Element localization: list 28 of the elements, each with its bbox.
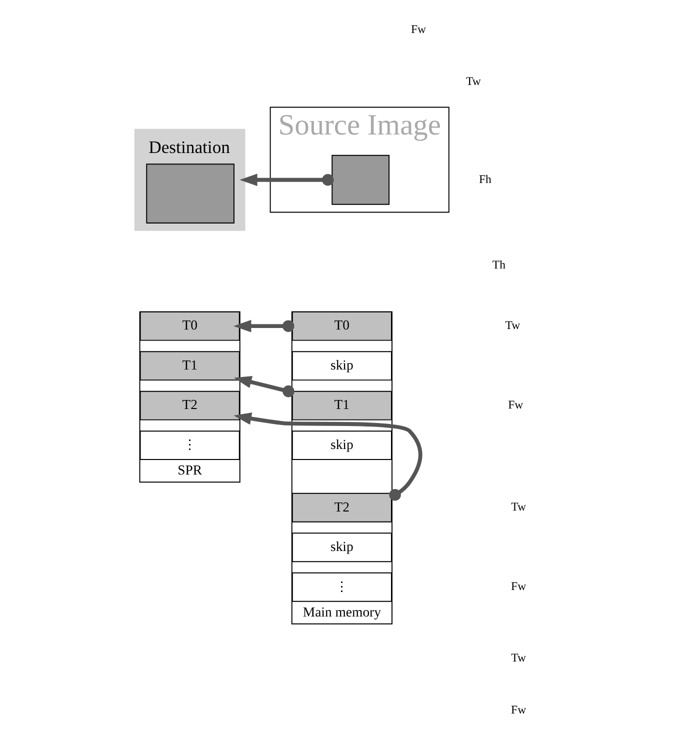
label: Tw bbox=[466, 74, 480, 88]
label: Fw bbox=[510, 703, 526, 716]
label: Tw bbox=[510, 651, 526, 664]
node-box: T1 bbox=[139, 351, 240, 381]
node-box: T2 bbox=[139, 390, 240, 420]
node-box bbox=[331, 154, 390, 205]
cluster: Source Image bbox=[269, 106, 449, 213]
label: Fw bbox=[410, 22, 426, 36]
arrow bbox=[233, 320, 294, 332]
label: Tw bbox=[504, 319, 520, 332]
arrow bbox=[239, 174, 334, 186]
node-box: T0 bbox=[291, 311, 392, 341]
node-box: T1 bbox=[291, 390, 392, 420]
arrow bbox=[233, 376, 294, 398]
node-box: skip bbox=[291, 532, 392, 562]
label: Th bbox=[492, 258, 505, 272]
label: Fw bbox=[508, 398, 523, 412]
arrow bbox=[233, 412, 422, 501]
label: Tw bbox=[510, 500, 526, 514]
node-box: T2 bbox=[291, 492, 392, 522]
label: Fh bbox=[478, 172, 491, 186]
node-box: ⋮ bbox=[139, 430, 240, 460]
node-box: skip bbox=[291, 430, 392, 460]
node-box: T0 bbox=[139, 311, 240, 341]
node-box: Destination bbox=[134, 128, 245, 231]
node-box: ⋮ bbox=[291, 572, 392, 602]
node-box: skip bbox=[291, 351, 392, 381]
label: Fw bbox=[510, 580, 526, 594]
